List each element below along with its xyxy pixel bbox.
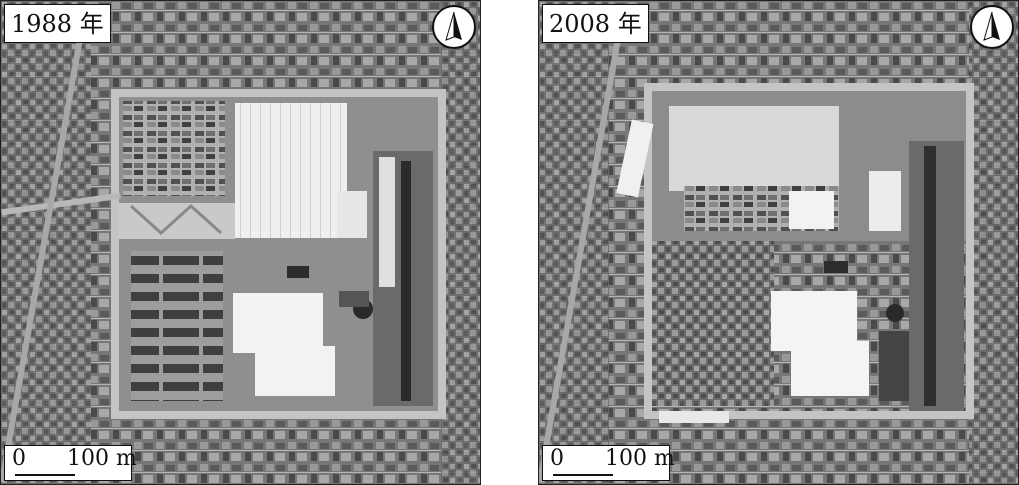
scale-line (15, 474, 75, 476)
scale-line (553, 474, 613, 476)
aerial-map-2008: 2008 年 0 100 m (538, 0, 1019, 485)
scale-bar-1988: 0 100 m (4, 445, 137, 481)
scale-distance-label: 100 m (605, 446, 675, 471)
scale-zero-label: 0 (12, 446, 26, 471)
scale-zero-label: 0 (550, 446, 564, 471)
aerial-photo-2008 (539, 1, 1018, 484)
year-label-2008: 2008 年 (542, 4, 649, 43)
year-label-1988: 1988 年 (4, 4, 111, 43)
aerial-map-1988: 1988 年 0 100 m (0, 0, 481, 485)
scale-bar-2008: 0 100 m (542, 445, 675, 481)
aerial-photo-1988 (1, 1, 480, 484)
north-arrow-icon (432, 5, 476, 49)
scale-distance-label: 100 m (67, 446, 137, 471)
north-arrow-icon (970, 5, 1014, 49)
